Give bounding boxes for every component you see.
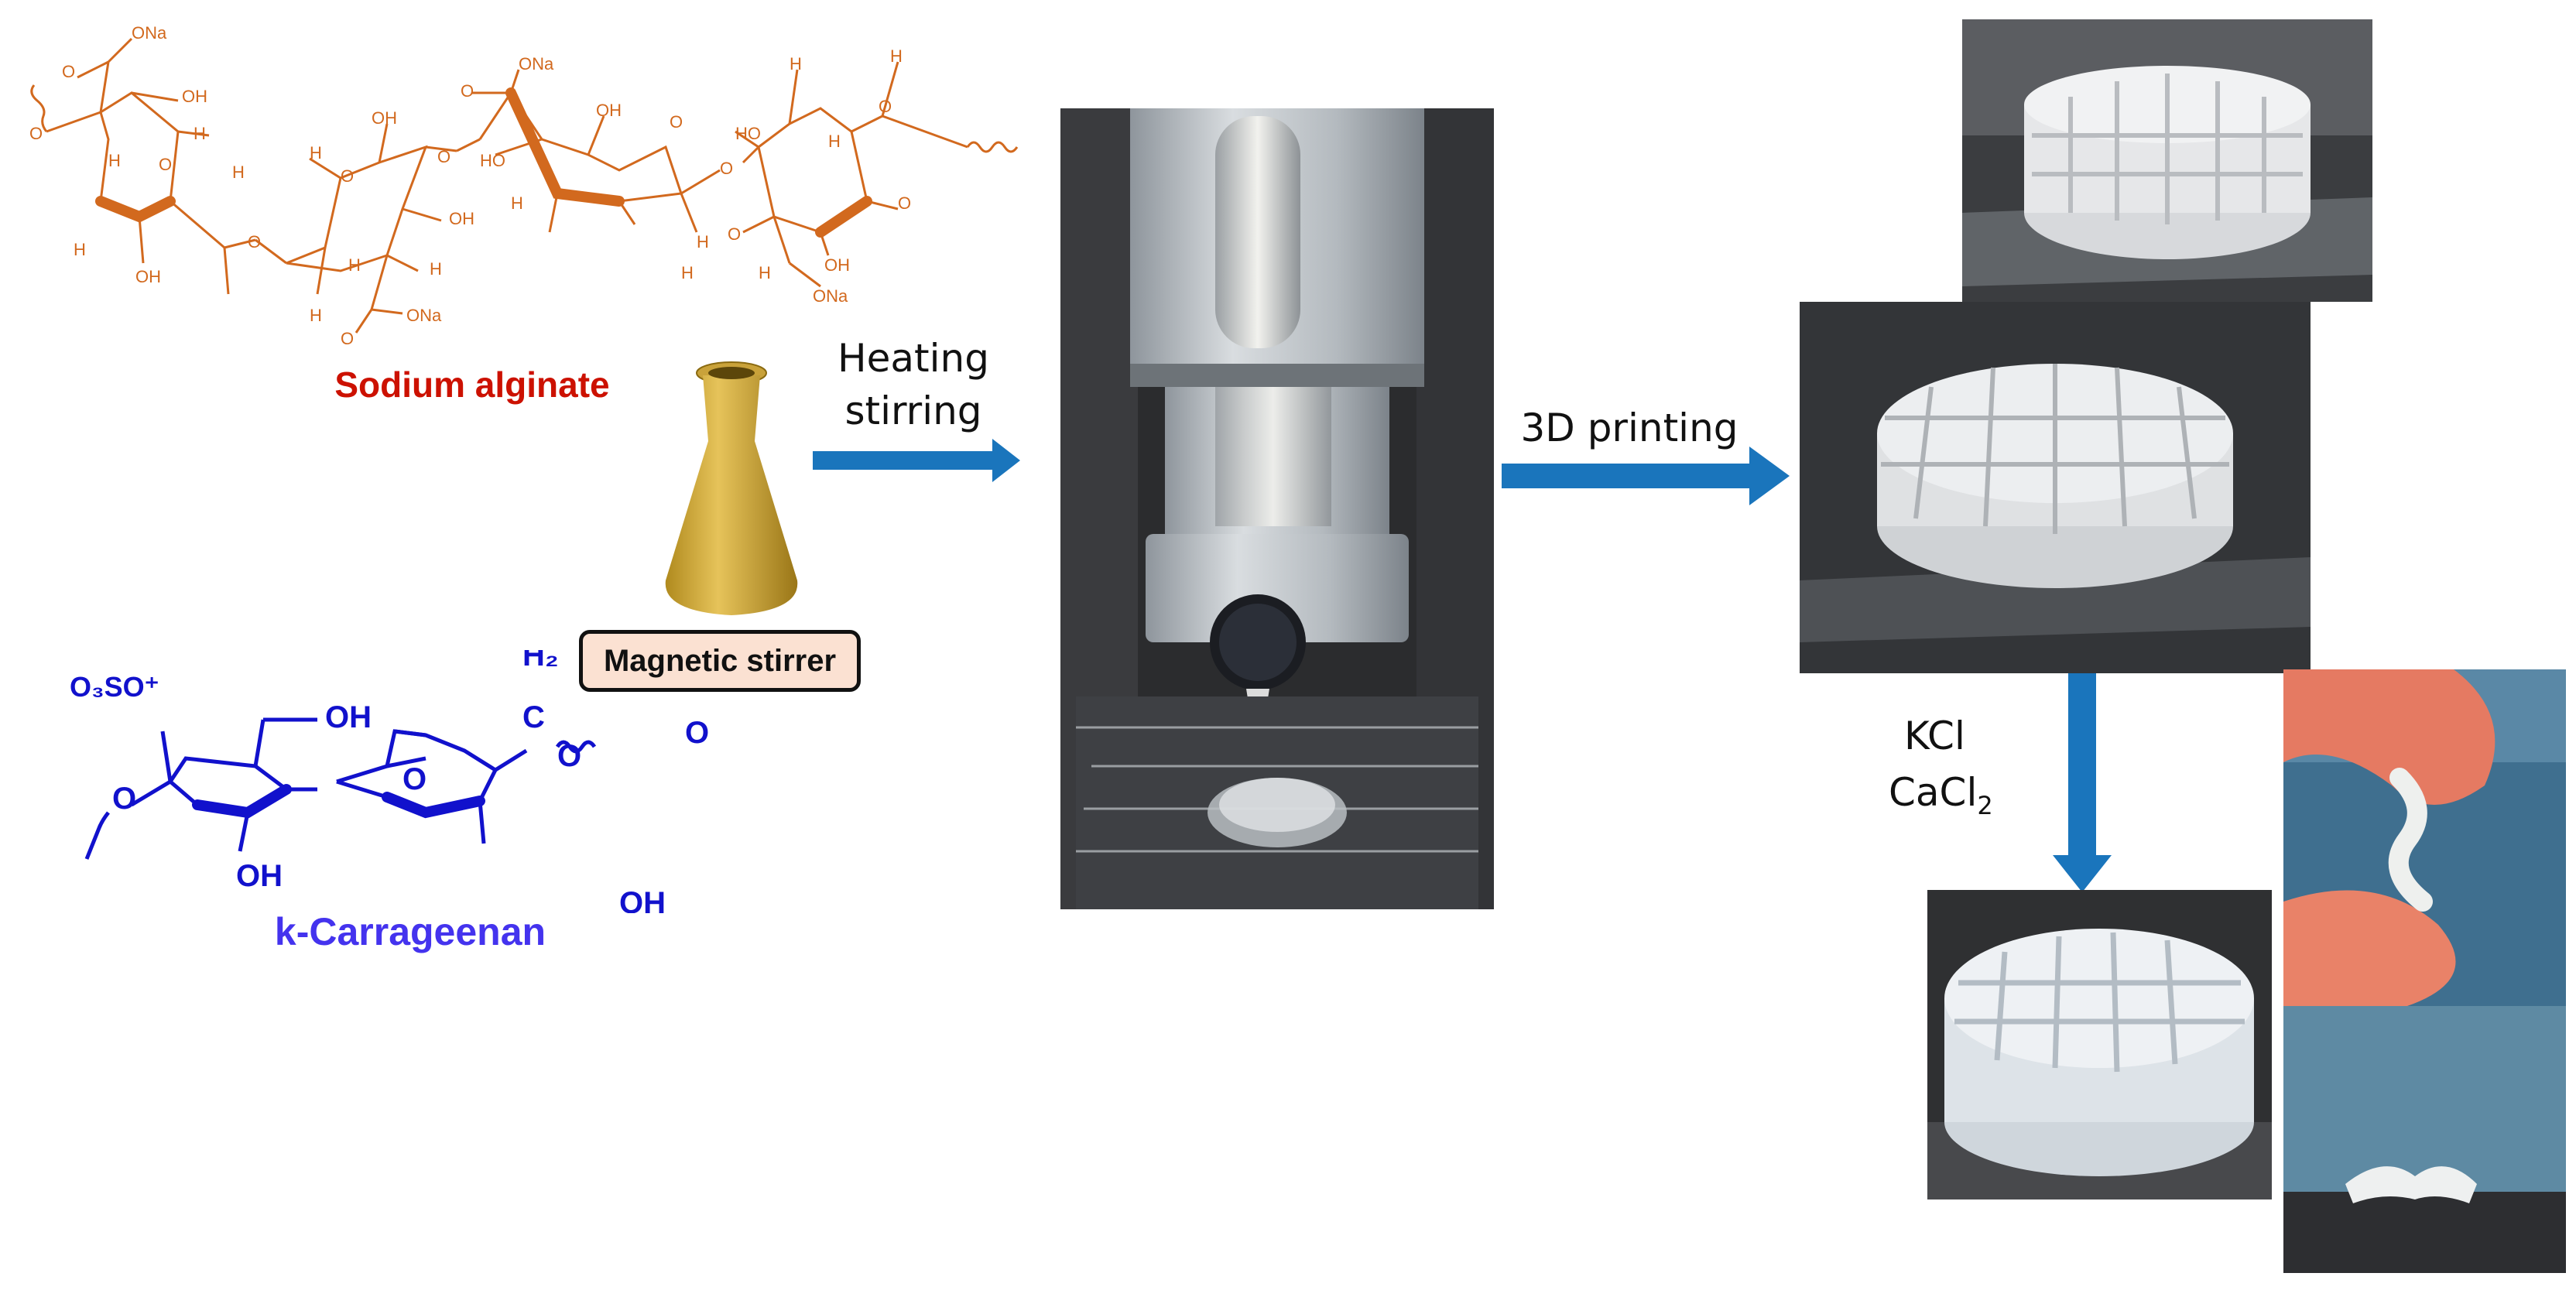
atom-label: H [890, 46, 903, 66]
atom-label: H [681, 263, 694, 282]
atom-label: O [29, 124, 43, 143]
atom-label: H [759, 263, 771, 282]
atom-label: HO [735, 124, 761, 143]
flexible-gel-photo-top [2283, 669, 2566, 1006]
atom-label: H₂ [522, 650, 559, 672]
cacl2-text: CaCl2 [1889, 765, 1993, 823]
atom-label: O [461, 81, 474, 101]
atom-label: H [310, 143, 322, 163]
k-carrageenan-structure: O₃SO⁺ OH H₂ C O O O OH OH O [70, 650, 709, 913]
atom-label: H [828, 132, 841, 151]
atom-label: H [348, 255, 361, 275]
atom-label: H [310, 306, 322, 325]
atom-label: O [402, 762, 426, 796]
atom-label: O₃SO⁺ [70, 671, 159, 703]
atom-label: O [670, 112, 683, 132]
atom-label: O [879, 97, 892, 116]
atom-label: OH [325, 700, 372, 734]
3d-printing-label: 3D printing [1520, 406, 1738, 450]
sodium-alginate-label: Sodium alginate [334, 364, 610, 405]
arrow-right-icon [1502, 447, 1790, 505]
ionic-crosslinker-label: KCl CaCl2 [1889, 708, 1993, 823]
atom-label: HO [480, 151, 505, 170]
printed-disk-photo-middle [1800, 302, 2311, 673]
atom-label: H [232, 163, 245, 182]
atom-label: O [341, 329, 354, 348]
atom-label: C [522, 700, 545, 734]
printed-disk-photo-top [1962, 19, 2372, 302]
cacl2-subscript: 2 [1977, 790, 1993, 820]
atom-label: ONa [519, 54, 554, 74]
step1-line2: stirring [844, 388, 982, 433]
atom-label: H [430, 259, 442, 279]
heating-stirring-label: Heating stirring [805, 333, 1022, 437]
atom-label: O [341, 166, 354, 186]
atom-label: OH [135, 267, 161, 286]
atom-label: ONa [813, 286, 848, 306]
atom-label: O [62, 62, 75, 81]
atom-label: H [511, 193, 523, 213]
kcl-text: KCl [1904, 714, 1965, 758]
atom-label: OH [619, 886, 666, 913]
atom-label: H [74, 240, 86, 259]
step1-line1: Heating [838, 336, 989, 381]
atom-label: O [437, 147, 450, 166]
atom-label: O [685, 716, 709, 750]
k-carrageenan-label: k-Carrageenan [274, 910, 546, 953]
sodium-alginate-structure: ONa O O OH H H O OH H H OH O OH H H ONa … [29, 23, 1019, 348]
atom-label: O [898, 193, 911, 213]
atom-label: H [697, 232, 709, 252]
atom-label: H [790, 54, 802, 74]
atom-label: OH [236, 859, 283, 893]
flask-icon [665, 361, 798, 615]
atom-label: O [720, 159, 733, 178]
printer-photo [1060, 108, 1494, 909]
magnetic-stirrer-label: Magnetic stirrer [579, 630, 861, 692]
atom-label: OH [449, 209, 474, 228]
atom-label: OH [372, 108, 397, 128]
atom-label: ONa [406, 306, 442, 325]
atom-label: O [248, 232, 261, 252]
atom-label: O [112, 782, 136, 816]
arrow-right-icon [813, 439, 1020, 482]
flexible-gel-photo-bottom [2283, 1006, 2566, 1273]
atom-label: O [557, 739, 581, 773]
atom-label: O [728, 224, 741, 244]
cacl-text: CaCl [1889, 769, 1978, 815]
crosslinked-gel-photo [1927, 890, 2272, 1199]
atom-label: OH [596, 101, 622, 120]
arrow-down-icon [2053, 673, 2112, 892]
atom-label: OH [182, 87, 207, 106]
atom-label: H [108, 151, 121, 170]
atom-label: O [159, 155, 172, 174]
atom-label: H [194, 124, 206, 143]
atom-label: ONa [132, 23, 167, 43]
atom-label: OH [824, 255, 850, 275]
